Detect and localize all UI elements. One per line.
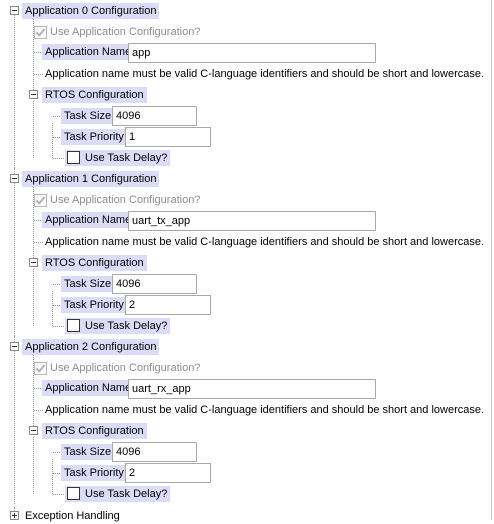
application-1-header[interactable]: Application 1 Configuration [22,171,160,187]
rtos-configuration-header[interactable]: RTOS Configuration [42,87,147,103]
tree-line [33,437,34,494]
task-priority-input[interactable] [125,463,211,483]
application-name-label: Application Name [42,44,135,60]
collapse-icon[interactable] [29,258,38,267]
tree-line [52,291,53,326]
rtos-configuration-header[interactable]: RTOS Configuration [42,423,147,439]
application-name-input[interactable] [128,43,376,63]
tree-line [53,137,62,138]
tree-line [34,242,43,243]
use-application-configuration-checkbox[interactable] [34,26,47,39]
use-task-delay-checkbox[interactable] [67,319,80,332]
application-0-header[interactable]: Application 0 Configuration [22,3,160,19]
tree-line [33,269,34,326]
use-application-configuration-label: Use Application Configuration? [50,362,201,374]
tree-line [53,116,62,117]
tree-line [53,284,62,285]
task-size-label: Task Size [61,444,115,460]
task-size-label: Task Size [61,276,115,292]
use-application-configuration-checkbox[interactable] [34,194,47,207]
use-task-delay-label: Use Task Delay? [65,486,171,502]
application-2-header[interactable]: Application 2 Configuration [22,339,160,355]
tree-line [14,507,15,511]
tree-line [34,410,43,411]
task-priority-label: Task Priority [61,465,127,481]
collapse-icon[interactable] [29,90,38,99]
tree-line [34,220,43,221]
tree-line [53,326,64,327]
application-2-group: Application 2 Configuration Use Applicat… [0,336,494,504]
application-name-note: Application name must be valid C-languag… [45,404,485,416]
collapse-icon[interactable] [10,6,19,15]
task-priority-input[interactable] [125,127,211,147]
task-size-input[interactable] [112,442,197,462]
tree-line [52,459,53,494]
collapse-icon[interactable] [29,426,38,435]
task-size-input[interactable] [112,106,197,126]
task-priority-label: Task Priority [61,297,127,313]
task-priority-label: Task Priority [61,129,127,145]
task-priority-input[interactable] [125,295,211,315]
task-size-input[interactable] [112,274,197,294]
tree-line [14,10,15,168]
exception-handling-group: Exception Handling [0,507,494,522]
use-application-configuration-label: Use Application Configuration? [50,26,201,38]
collapse-icon[interactable] [10,342,19,351]
application-name-label: Application Name [42,212,135,228]
tree-line [53,158,64,159]
tree-line [33,354,34,430]
tree-line [14,168,15,336]
tree-line [33,186,34,262]
application-name-input[interactable] [128,211,376,231]
collapse-icon[interactable] [10,174,19,183]
rtos-configuration-header[interactable]: RTOS Configuration [42,255,147,271]
tree-line [34,52,43,53]
application-name-note: Application name must be valid C-languag… [45,68,485,80]
use-task-delay-label: Use Task Delay? [65,318,171,334]
application-name-input[interactable] [128,379,376,399]
use-task-delay-checkbox[interactable] [67,151,80,164]
tree-line [14,336,15,504]
application-name-label: Application Name [42,380,135,396]
use-application-configuration-label: Use Application Configuration? [50,194,201,206]
tree-line [53,473,62,474]
application-1-group: Application 1 Configuration Use Applicat… [0,168,494,336]
tree-line [53,452,62,453]
tree-line [53,305,62,306]
task-size-label: Task Size [61,108,115,124]
expand-icon[interactable] [10,511,19,520]
use-application-configuration-checkbox[interactable] [34,362,47,375]
use-task-delay-checkbox[interactable] [67,487,80,500]
exception-handling-header[interactable]: Exception Handling [25,510,120,522]
application-0-group: Application 0 Configuration Use Applicat… [0,0,494,168]
tree-line [34,388,43,389]
panel-border [491,0,492,520]
use-task-delay-label: Use Task Delay? [65,150,171,166]
application-name-note: Application name must be valid C-languag… [45,236,485,248]
tree-line [33,18,34,94]
tree-line [53,494,64,495]
tree-line [52,123,53,158]
tree-line [34,74,43,75]
tree-line [33,101,34,158]
